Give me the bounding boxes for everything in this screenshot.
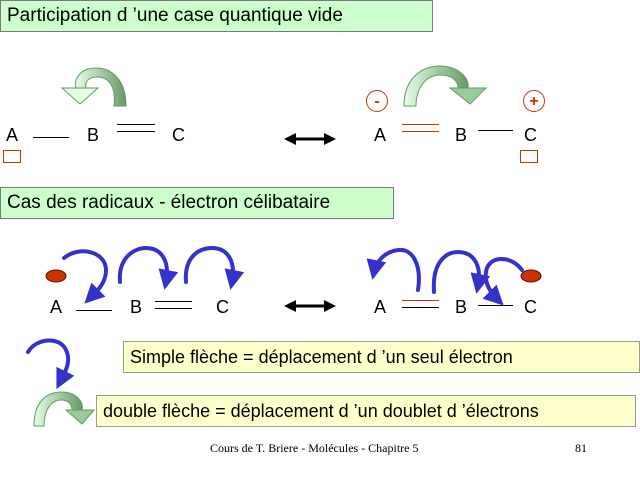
blue-curved-arrow <box>62 249 109 304</box>
atom-c-label: C <box>524 297 537 317</box>
legend-simple-arrow: Simple flèche = déplacement d ’un seul é… <box>123 341 640 373</box>
green-curved-arrow-left <box>60 67 127 107</box>
bond-line <box>76 310 112 311</box>
title-radicals: Cas des radicaux - électron célibataire <box>0 187 394 219</box>
empty-quantum-box <box>520 150 538 163</box>
bond-line <box>33 137 69 138</box>
double-headed-arrow <box>284 133 336 145</box>
atom-c-label: C <box>216 297 229 317</box>
blue-curved-arrow <box>366 247 421 292</box>
bond-line <box>117 131 155 132</box>
minus-charge: - <box>366 90 388 112</box>
legend-double-arrow: double flèche = déplacement d ’un double… <box>96 395 636 427</box>
blue-curved-arrow <box>117 245 179 290</box>
blue-curved-arrow <box>482 257 524 306</box>
green-curved-arrow-right <box>403 65 488 107</box>
green-curved-arrow-legend <box>33 391 96 427</box>
atom-b-label: B <box>455 297 468 317</box>
bond-line <box>155 301 192 302</box>
atom-a-label: A <box>374 125 387 145</box>
bond-line <box>402 124 439 125</box>
blue-curved-arrow-legend <box>26 338 75 390</box>
blue-curved-arrow <box>183 245 245 290</box>
atom-b-label: B <box>87 125 100 145</box>
plus-charge: + <box>523 90 545 112</box>
footer-text: Cours de T. Briere - Molécules - Chapitr… <box>210 441 419 455</box>
atom-b-label: B <box>455 125 468 145</box>
title-empty-box: Participation d ’une case quantique vide <box>0 0 433 32</box>
atom-b-label: B <box>130 297 143 317</box>
atom-a-label: A <box>374 297 387 317</box>
radical-electron <box>45 269 67 283</box>
bond-line <box>155 308 192 309</box>
atom-c-label: C <box>172 125 185 145</box>
radical-electron <box>520 269 542 283</box>
atom-a-label: A <box>6 125 19 145</box>
bond-line <box>478 130 513 131</box>
bond-line <box>402 307 439 308</box>
page-number: 81 <box>575 441 587 455</box>
bond-line <box>402 300 439 301</box>
bond-line <box>117 124 155 125</box>
atom-a-label: A <box>50 297 63 317</box>
blue-curved-arrow <box>431 249 491 294</box>
atom-c-label: C <box>524 125 537 145</box>
empty-quantum-box <box>3 150 21 163</box>
double-headed-arrow <box>284 300 336 312</box>
bond-line <box>402 131 439 132</box>
